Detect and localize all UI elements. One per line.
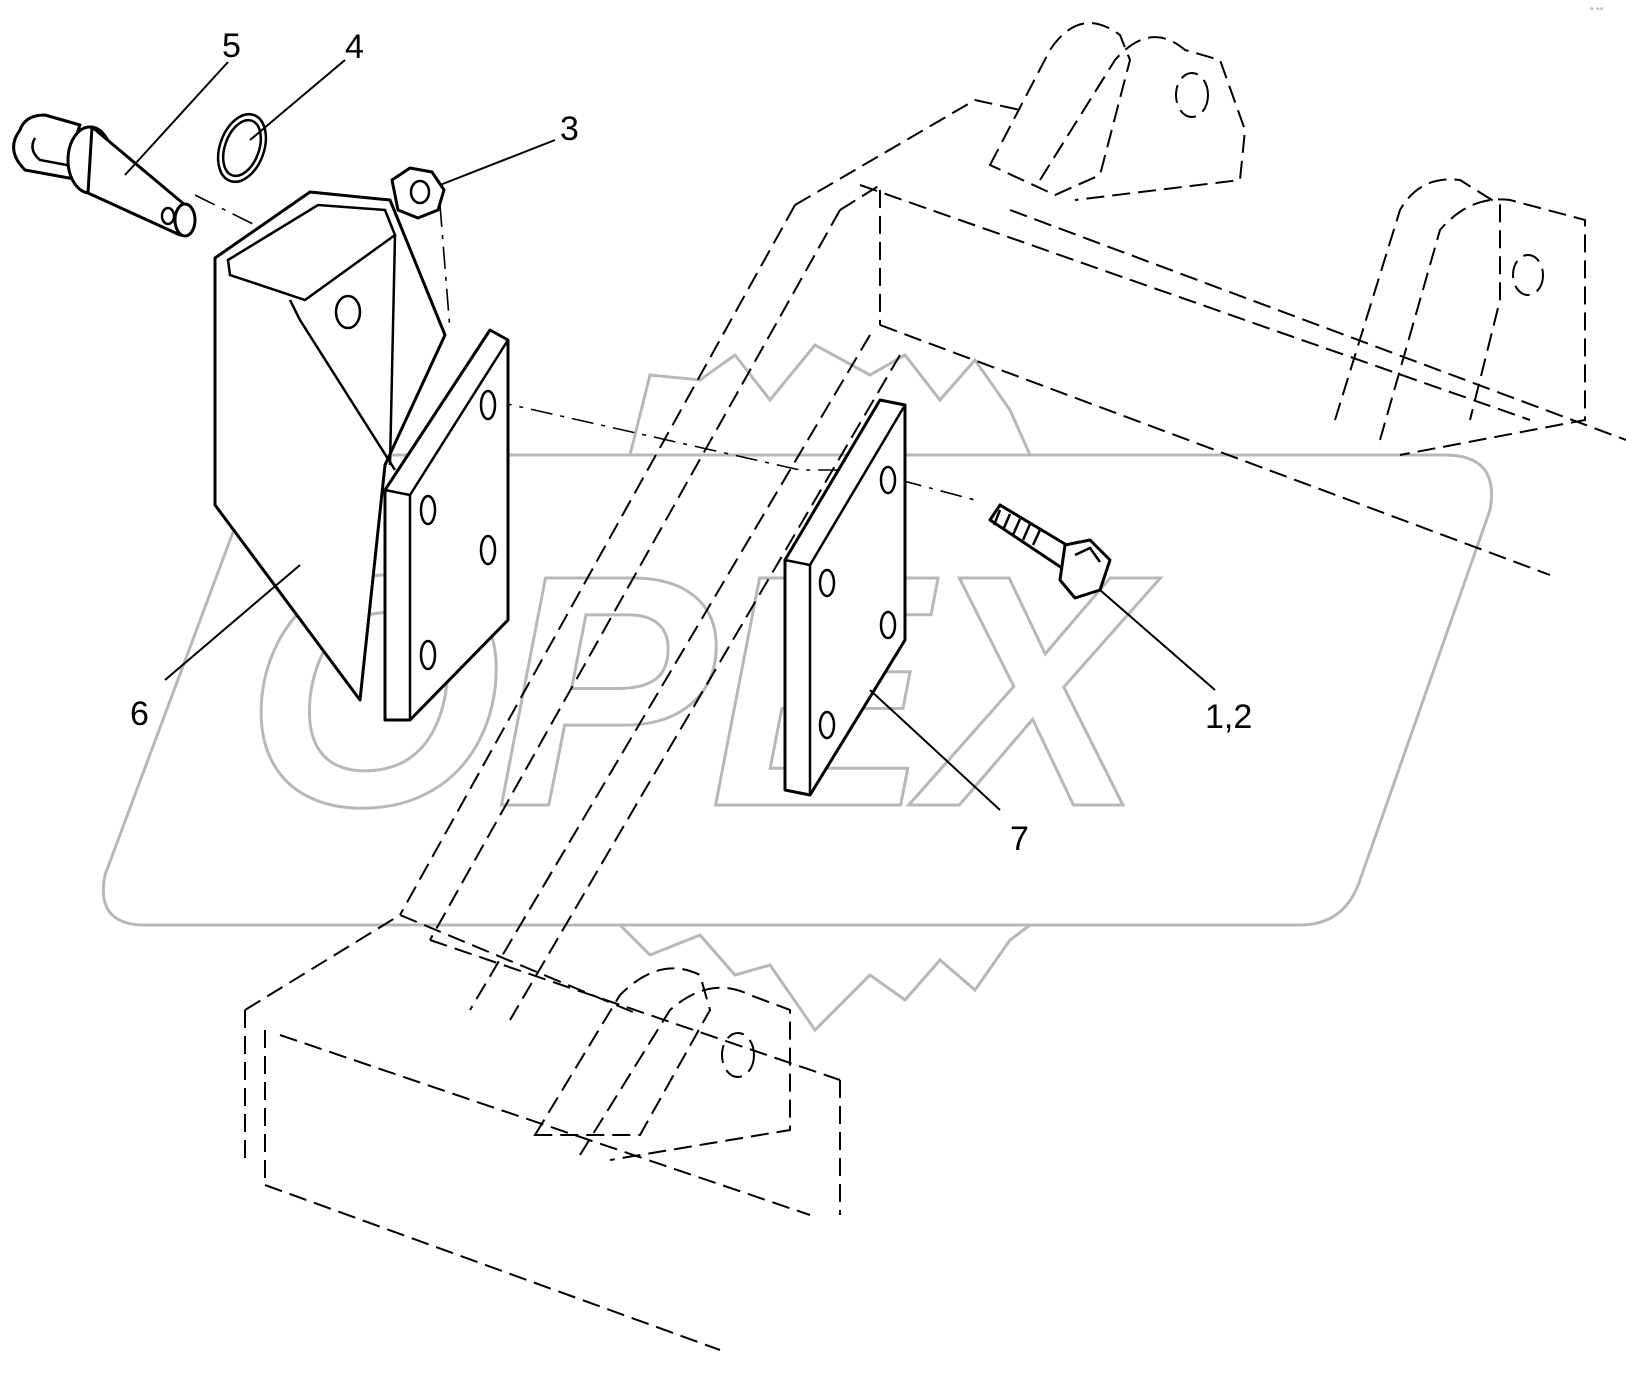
callout-7: 7	[1010, 820, 1029, 858]
callout-4: 4	[345, 28, 364, 66]
part-5-pin	[12, 113, 197, 238]
corner-mark: ° °°	[1590, 6, 1604, 16]
callout-6: 6	[130, 695, 149, 733]
part-3-nut	[390, 166, 446, 220]
frame-phantom	[244, 22, 1626, 1351]
part-4-circlip	[216, 113, 268, 183]
watermark-gear-outline	[618, 343, 1032, 1033]
callout-1-2: 1,2	[1205, 698, 1252, 736]
leader-lines	[124, 59, 1216, 811]
assembly-axis-lines	[194, 194, 976, 501]
callout-5: 5	[222, 27, 241, 65]
part-6-bracket	[213, 190, 510, 722]
callout-3: 3	[560, 110, 579, 148]
part-7-plate	[783, 398, 907, 797]
